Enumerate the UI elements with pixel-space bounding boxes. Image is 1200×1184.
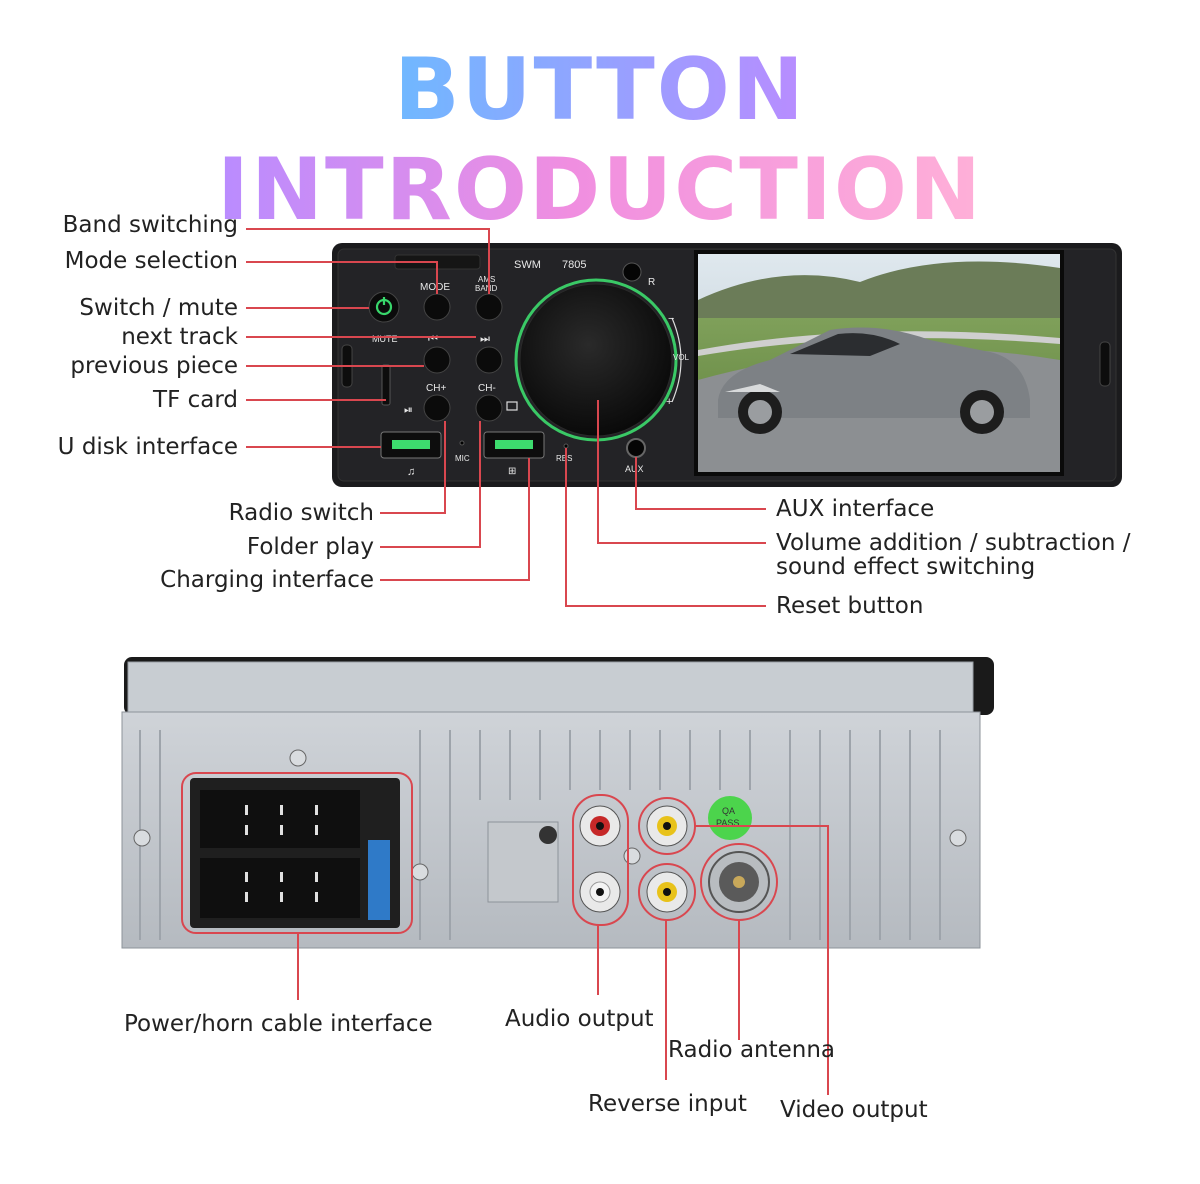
folder-play-button[interactable] bbox=[475, 394, 503, 422]
usb-disk-port[interactable] bbox=[380, 431, 442, 459]
label-audio-output: Audio output bbox=[505, 1006, 654, 1032]
callout-folder bbox=[380, 421, 481, 548]
callout-reset bbox=[565, 448, 766, 607]
screw-right bbox=[949, 829, 967, 847]
ir-icon: R bbox=[648, 277, 655, 288]
radio-antenna-socket[interactable] bbox=[708, 851, 770, 913]
label-mode-selection: Mode selection bbox=[64, 248, 238, 274]
pass-sticker-line2: PASS bbox=[716, 818, 739, 828]
audio-output-white[interactable] bbox=[579, 871, 621, 913]
volume-knob-ring bbox=[514, 278, 678, 442]
folder-icon bbox=[506, 401, 518, 411]
reverse-input-yellow[interactable] bbox=[646, 871, 688, 913]
label-folder-play: Folder play bbox=[246, 534, 374, 560]
vol-minus-icon: − bbox=[668, 313, 674, 325]
callout-radio bbox=[380, 421, 446, 514]
label-radio-antenna: Radio antenna bbox=[668, 1037, 836, 1063]
display-screen bbox=[694, 250, 1064, 476]
music-icon: ♫ bbox=[407, 466, 415, 478]
heatsink-fins bbox=[139, 730, 941, 940]
back-panel: QA PASS bbox=[121, 657, 994, 949]
mute-label: MUTE bbox=[372, 334, 398, 344]
label-previous-piece: previous piece bbox=[70, 353, 238, 379]
battery-icon: ⊞ bbox=[508, 466, 516, 477]
label-tf-card: TF card bbox=[153, 387, 238, 413]
pass-sticker bbox=[708, 796, 752, 840]
label-power-horn: Power/horn cable interface bbox=[124, 1011, 433, 1037]
label-video-output: Video output bbox=[780, 1097, 928, 1123]
label-volume-line1: Volume addition / subtraction / bbox=[776, 530, 1131, 556]
model-label: 7805 bbox=[562, 259, 586, 271]
usb-charging-port[interactable] bbox=[483, 431, 545, 459]
callout-volume bbox=[597, 400, 766, 544]
next-track-button[interactable] bbox=[475, 346, 503, 374]
mic-hole bbox=[459, 440, 465, 446]
screw-left bbox=[133, 829, 151, 847]
car-image bbox=[718, 327, 1030, 434]
screw-rca bbox=[623, 847, 641, 865]
brand-label: SWM bbox=[514, 259, 541, 271]
radio-switch-button[interactable] bbox=[423, 394, 451, 422]
label-volume-line2: sound effect switching bbox=[776, 554, 1036, 580]
video-output-yellow[interactable] bbox=[646, 805, 688, 847]
fuse bbox=[368, 840, 390, 920]
audio-output-red[interactable] bbox=[579, 805, 621, 847]
label-reset-button: Reset button bbox=[776, 593, 924, 619]
power-horn-connector[interactable] bbox=[190, 778, 400, 928]
play-pause-icon: ⏯ bbox=[404, 404, 413, 416]
right-slot bbox=[1099, 341, 1111, 387]
vol-arc bbox=[671, 317, 682, 403]
mode-label: MODE bbox=[420, 282, 450, 293]
screw-mid bbox=[411, 863, 429, 881]
front-callout-lines bbox=[246, 228, 766, 607]
ams-band-button[interactable] bbox=[475, 293, 503, 321]
page-title: BUTTON INTRODUCTION bbox=[216, 40, 984, 240]
previous-track-icon: ⏮ bbox=[428, 333, 438, 345]
next-track-icon: ⏭ bbox=[480, 333, 490, 345]
ir-sensor bbox=[622, 262, 642, 282]
previous-track-button[interactable] bbox=[423, 346, 451, 374]
vol-plus-icon: + bbox=[666, 396, 672, 408]
reset-hole[interactable] bbox=[563, 443, 569, 449]
band-label: BAND bbox=[475, 284, 497, 293]
label-next-track: next track bbox=[121, 324, 238, 350]
label-reverse-input: Reverse input bbox=[588, 1091, 747, 1117]
callout-band bbox=[246, 228, 490, 294]
label-u-disk: U disk interface bbox=[57, 434, 238, 460]
callout-aux bbox=[635, 457, 766, 510]
pass-sticker-line1: QA bbox=[722, 806, 735, 816]
power-mute-button[interactable] bbox=[368, 291, 400, 323]
callout-charging bbox=[380, 458, 530, 581]
vol-label: VOL bbox=[673, 353, 690, 362]
label-charging: Charging interface bbox=[160, 567, 374, 593]
top-cover bbox=[127, 661, 974, 715]
ams-label: AMS bbox=[478, 275, 495, 284]
label-switch-mute: Switch / mute bbox=[79, 295, 238, 321]
label-aux-interface: AUX interface bbox=[776, 496, 935, 522]
bracket-hole bbox=[539, 826, 557, 844]
callout-mode bbox=[246, 261, 438, 294]
mode-button[interactable] bbox=[423, 293, 451, 321]
volume-knob[interactable] bbox=[519, 283, 673, 437]
audio-output-highlight bbox=[572, 794, 629, 926]
screw-top bbox=[289, 749, 307, 767]
back-callout-lines bbox=[297, 825, 829, 1095]
res-label: RES bbox=[556, 454, 572, 463]
front-panel: SWM 7805 R MUTE MODE AMS BAND ⏮ ⏭ CH+ CH… bbox=[332, 243, 1122, 487]
label-radio-switch: Radio switch bbox=[228, 500, 374, 526]
aux-label: AUX bbox=[625, 464, 644, 474]
callout-video bbox=[695, 825, 829, 1095]
ch-minus-label: CH- bbox=[478, 383, 496, 394]
ch-plus-label: CH+ bbox=[426, 383, 446, 394]
mic-label: MIC bbox=[455, 454, 470, 463]
aux-jack[interactable] bbox=[626, 438, 646, 458]
label-band-switching: Band switching bbox=[62, 212, 238, 238]
